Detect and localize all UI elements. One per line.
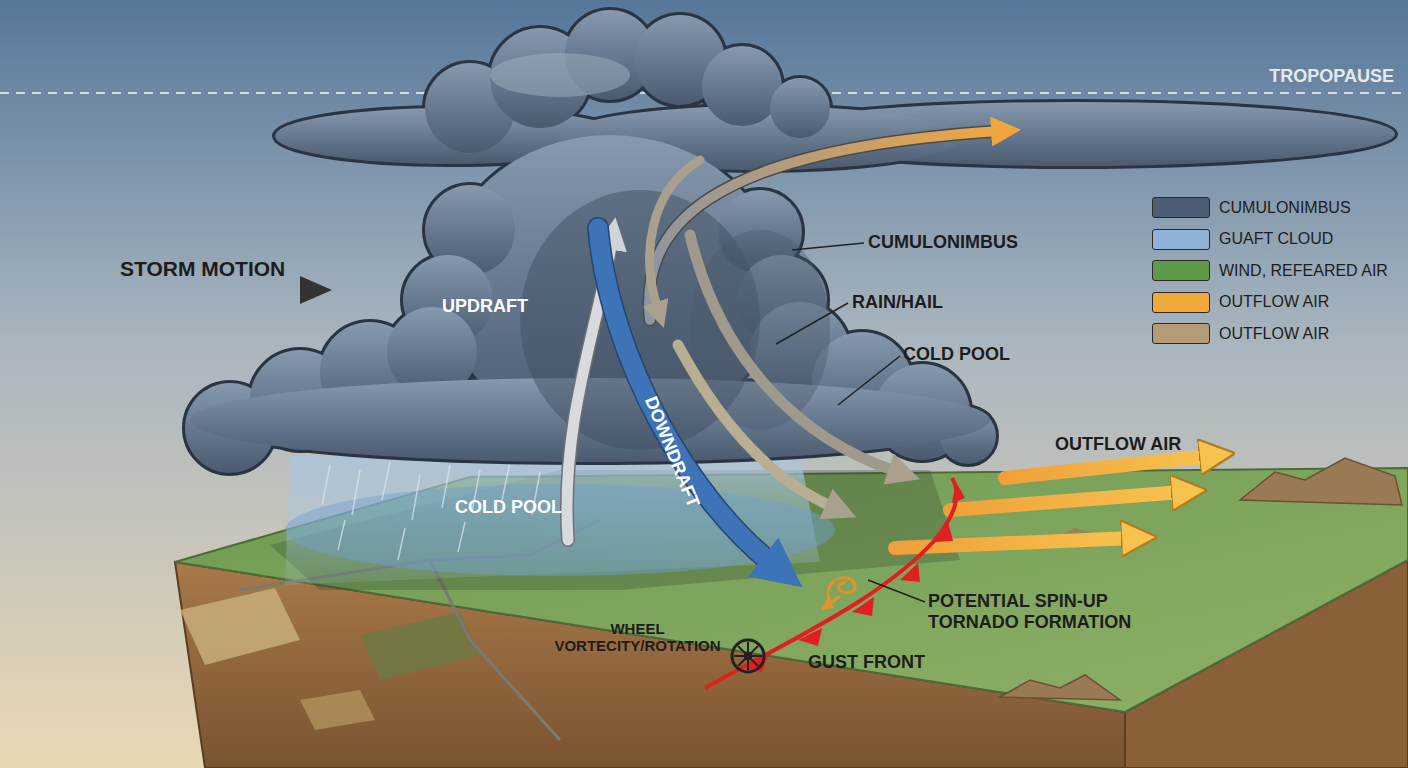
layer-label: TROPOPAUSE — [1269, 66, 1394, 87]
precip-label: RAIN/HAIL — [852, 292, 943, 313]
legend-swatch — [1152, 323, 1210, 344]
rain-shaft — [442, 465, 450, 508]
rain-shaft — [382, 462, 390, 500]
leader-lines — [776, 303, 848, 344]
rain-shaft — [338, 520, 345, 550]
wheel-symbol — [732, 640, 764, 672]
gust-front — [900, 563, 920, 582]
gust-front-label: GUST FRONT — [808, 652, 925, 673]
cumulonimbus-cloud — [185, 10, 1395, 473]
spin-up-curl — [828, 596, 840, 605]
airflow-arrows — [598, 228, 775, 566]
legend-text: GUAFT CLOUD — [1219, 230, 1333, 248]
airflow-arrows — [690, 235, 898, 472]
legend-swatch — [1152, 292, 1210, 313]
wheel-symbol — [732, 640, 764, 672]
airflow-arrows — [649, 131, 1000, 320]
ground-block — [300, 690, 375, 730]
storm-motion-arrow — [105, 276, 332, 304]
airflow-arrows — [598, 228, 775, 566]
rain-shaft — [285, 484, 835, 576]
flow-label: UPDRAFT — [442, 296, 528, 317]
outflow-label: OUTFLOW AIR — [1055, 434, 1181, 455]
legend-swatch — [1152, 229, 1210, 250]
gust-front — [742, 482, 965, 672]
legend-row: OUTFLOW AIR — [1152, 323, 1329, 344]
ground-block — [1000, 675, 1120, 700]
legend-text: OUTFLOW AIR — [1219, 325, 1329, 343]
leader-lines — [838, 356, 900, 405]
rain-shaft — [502, 462, 510, 500]
spin-up-curl — [828, 578, 855, 605]
gust-front — [705, 478, 957, 688]
motion-label: STORM MOTION — [120, 257, 285, 281]
airflow-arrows — [678, 345, 835, 508]
rain-shaft — [458, 522, 465, 552]
wheel-symbol — [738, 646, 758, 666]
gust-front — [705, 478, 965, 688]
legend-row: GUAFT CLOUD — [1152, 229, 1333, 250]
airflow-arrows — [567, 131, 1210, 566]
airflow-arrows — [1005, 456, 1210, 478]
cold-pool-label: COLD POOL — [903, 344, 1010, 365]
wheel-symbol — [738, 646, 758, 666]
legend-text: CUMULONIMBUS — [1219, 199, 1351, 217]
legend-text: OUTFLOW AIR — [1219, 293, 1329, 311]
rain-shaft — [352, 470, 360, 515]
ground-block — [180, 588, 300, 665]
gust-front — [952, 482, 965, 503]
cloud-label: CUMULONIMBUS — [868, 232, 1018, 253]
rain-shaft — [322, 465, 330, 505]
legend-row: CUMULONIMBUS — [1152, 197, 1351, 218]
gust-front — [935, 522, 953, 542]
tornado-label: POTENTIAL SPIN-UP TORNADO FORMATION — [928, 591, 1143, 632]
rain-shaft — [285, 455, 835, 585]
legend-text: WIND, REFEARED AIR — [1219, 262, 1388, 280]
airflow-arrows — [950, 492, 1182, 510]
gust-front — [852, 597, 874, 616]
legend-swatch — [1152, 197, 1210, 218]
rain-shaft — [398, 528, 405, 560]
legend-row: OUTFLOW AIR — [1152, 292, 1329, 313]
airflow-arrows — [649, 131, 1000, 320]
storm-motion-arrow — [105, 287, 305, 294]
legend-row: WIND, REFEARED AIR — [1152, 260, 1388, 281]
cumulonimbus-cloud — [185, 10, 1395, 473]
legend-swatch — [1152, 260, 1210, 281]
cold-pool-label: COLD POOL — [455, 497, 562, 518]
cumulonimbus-cloud — [490, 53, 630, 97]
cumulonimbus-cloud — [185, 10, 1395, 473]
spin-up-curl — [828, 578, 855, 604]
leader-lines — [868, 580, 925, 602]
ground-block — [1240, 458, 1402, 505]
vorticity-label: WHEEL VORTECITY/ROTATION — [545, 620, 730, 655]
gust-front — [798, 628, 822, 646]
rain-shaft — [412, 475, 420, 520]
storm-motion-arrow — [300, 276, 332, 304]
leader-lines — [792, 243, 864, 250]
